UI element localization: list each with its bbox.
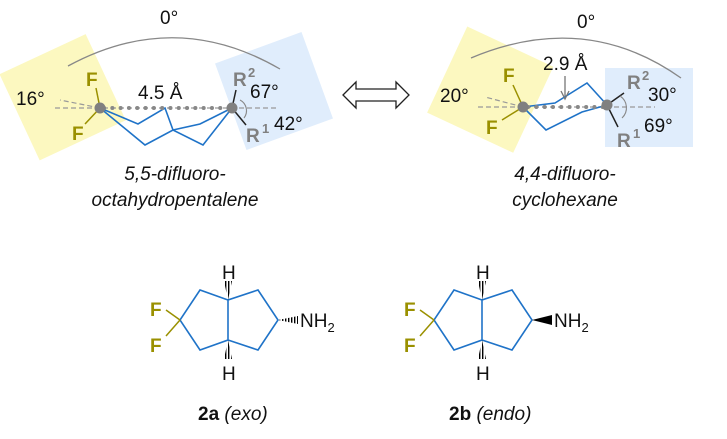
f-angle-label: 20° [440,86,469,107]
angle-arc [67,37,281,70]
fluorine-label: F [150,336,162,357]
compound-2a-structure: F F H H NH2 2a (exo) [150,263,335,425]
r2-superscript: 2 [248,65,255,80]
compound-2b-structure: F F H H NH2 2b (endo) [404,263,589,425]
f-plane-dash [59,99,101,109]
fluorine-label: F [86,70,98,91]
compound-name-line1: 4,4-difluoro- [514,164,615,185]
hydrogen-label: H [222,364,236,385]
compound-label: 2b (endo) [449,404,531,425]
fluorine-label: F [150,300,162,321]
atom-dot [517,101,529,113]
cf-bond [419,319,435,337]
r1-superscript: 1 [633,126,640,141]
fluorine-label: F [72,124,84,145]
hashed-wedge [224,340,232,359]
compound-label: 2a (exo) [198,404,268,425]
double-arrow-icon [342,80,410,110]
r1-superscript: 1 [262,121,269,136]
r1-angle-label: 42° [274,114,303,135]
hydrogen-label: H [476,364,490,385]
angle-arc-small [239,99,248,119]
hydrogen-label: H [476,263,490,284]
r2-angle-label: 30° [648,85,677,106]
hydrogen-label: H [222,263,236,284]
r1-angle-label: 69° [644,116,673,137]
r1-label: R [617,131,631,152]
angle-arc-small [619,95,627,119]
bicyclic-skeleton [433,289,533,351]
hashed-wedge [478,281,486,300]
distance-label: 2.9 Å [543,54,588,75]
amine-label: NH2 [300,311,335,335]
fluorine-highlight-box [427,26,554,153]
r1-label: R [246,126,260,147]
left-conformer: 0° 4.5 Å 16° F F R 2 R 1 67° 42° 5,5-dif… [0,8,333,211]
bicyclic-ring-lower [99,107,233,147]
fluorine-label: F [404,336,416,357]
cf-bond [165,309,181,321]
arrow-head [560,90,570,101]
bicyclic-ring [99,106,233,131]
compound-name-line2: cyclohexane [512,190,618,211]
fluorine-label: F [404,300,416,321]
substituent-highlight-box [215,32,333,150]
angle-arc [470,37,682,79]
right-conformer: 0° 2.9 Å 20° F F R 2 R 1 30° 69° 4,4-dif… [427,12,693,211]
r2-angle-label: 67° [250,82,279,103]
hashed-wedge [278,316,298,324]
atom-dot [226,102,238,114]
atom-dot [601,99,613,111]
hashed-wedge [224,281,232,300]
fluorine-label: F [486,118,498,139]
compound-name-line2: octahydropentalene [92,190,259,211]
fluorine-label: F [503,66,515,87]
cyclohexane-ring [522,81,608,108]
amine-label: NH2 [554,311,589,335]
r2-label: R [627,73,641,94]
fluorine-highlight-box [0,34,126,161]
atom-dot [94,102,106,114]
cf-bond [419,309,435,321]
distance-label: 4.5 Å [138,83,183,104]
bicyclic-skeleton [179,289,279,351]
r2-superscript: 2 [642,68,649,83]
arc-angle-label: 0° [160,8,178,29]
compound-name-line1: 5,5-difluoro- [124,164,225,185]
bold-wedge [532,315,552,325]
r2-label: R [233,70,247,91]
f-plane-dash [484,96,524,108]
arc-angle-label: 0° [577,12,595,33]
hashed-wedge [478,340,486,359]
f-angle-label: 16° [16,89,45,110]
cf-bond [165,319,181,337]
